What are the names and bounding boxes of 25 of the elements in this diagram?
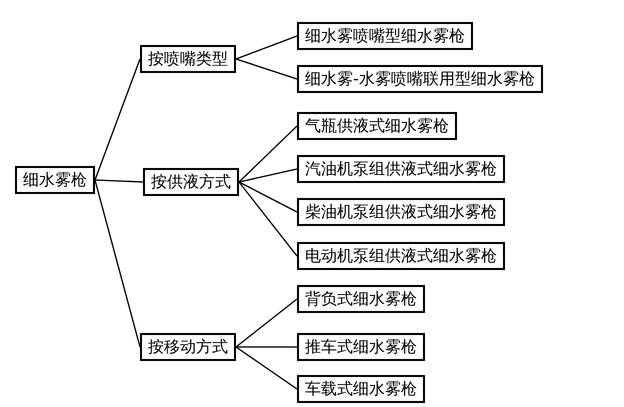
connector-line (236, 58, 298, 80)
category-box: 柴油机泵组供液式细水雾枪 (297, 198, 505, 226)
category-box: 电动机泵组供液式细水雾枪 (297, 242, 505, 270)
connector-line (238, 182, 298, 256)
category-box: 背负式细水雾枪 (297, 285, 425, 313)
category-box: 细水雾枪 (15, 166, 95, 194)
category-box: 汽油机泵组供液式细水雾枪 (297, 155, 505, 183)
connector-line (94, 58, 141, 180)
connector-line (238, 168, 298, 183)
category-box: 细水雾喷嘴型细水雾枪 (297, 22, 473, 50)
category-box: 车载式细水雾枪 (297, 375, 425, 403)
connector-line (238, 126, 298, 182)
category-box: 按移动方式 (140, 333, 236, 361)
connector-line (236, 346, 297, 348)
connector-line (236, 346, 298, 390)
connector-line (236, 298, 298, 348)
category-box: 按喷嘴类型 (140, 45, 236, 73)
category-box: 推车式细水雾枪 (297, 333, 425, 361)
category-box: 气瓶供液式细水雾枪 (297, 112, 457, 140)
category-box: 按供液方式 (143, 168, 239, 196)
connector-line (94, 180, 141, 348)
connector-line (238, 181, 298, 213)
connector-line (94, 179, 144, 183)
connector-line (236, 35, 298, 60)
category-box: 细水雾-水雾喷嘴联用型细水雾枪 (297, 65, 543, 93)
